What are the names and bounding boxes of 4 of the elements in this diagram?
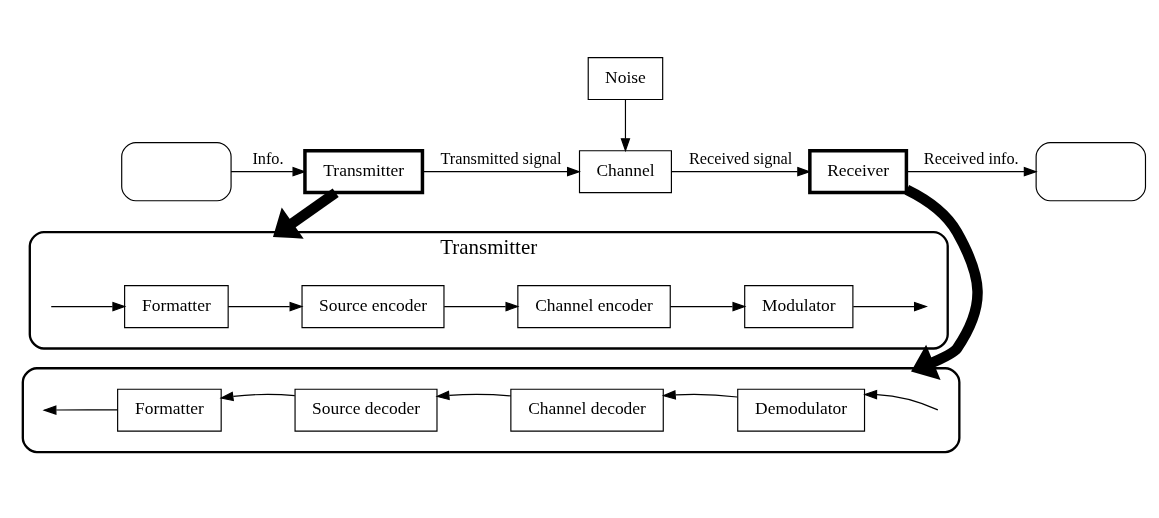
edge-label: Received info. (923, 148, 1019, 168)
edge-label: Transmitted signal (440, 148, 562, 168)
edge-label: Info. (252, 148, 284, 168)
edge-label: Received signal (688, 148, 793, 168)
